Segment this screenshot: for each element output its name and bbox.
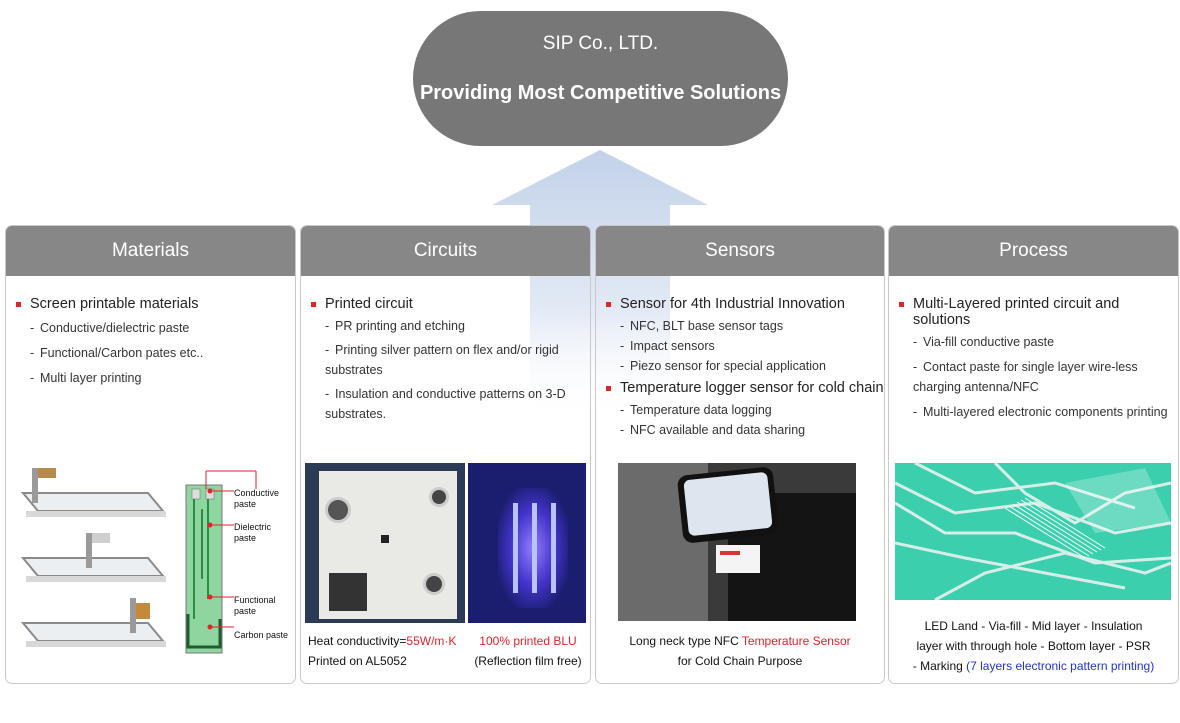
sensors-title: Sensors xyxy=(596,226,884,276)
circuits-section-title: Printed circuit xyxy=(301,296,590,312)
materials-section-title: Screen printable materials xyxy=(6,296,295,312)
process-section-title: Multi-Layered printed circuit and soluti… xyxy=(889,296,1178,328)
temperature-sensor-photo xyxy=(618,463,856,621)
paste-layer-diagram xyxy=(185,470,257,654)
list-item: -Contact paste for single layer wire-les… xyxy=(913,360,1138,394)
list-item: -PR printing and etching xyxy=(325,319,465,333)
list-item: -Multi-layered electronic components pri… xyxy=(913,405,1168,419)
list-item: -Piezo sensor for special application xyxy=(620,359,826,373)
circuits-caption-left: Heat conductivity=55W/m·K Printed on AL5… xyxy=(308,634,457,668)
list-item: -Multi layer printing xyxy=(30,371,142,385)
label-conductive-paste: Conductive paste xyxy=(234,488,280,509)
list-item: -Via-fill conductive paste xyxy=(913,335,1055,349)
label-carbon-paste: Carbon paste xyxy=(234,630,289,640)
list-item: -Temperature data logging xyxy=(620,403,772,417)
process-title: Process xyxy=(889,226,1178,276)
multilayer-circuit-photo xyxy=(895,463,1171,600)
screen-printing-illustration xyxy=(20,468,166,647)
sensors-section-title: Sensor for 4th Industrial Innovation xyxy=(596,296,884,312)
materials-card: Materials Screen printable materials -Co… xyxy=(5,225,296,684)
sensors-card: Sensors Sensor for 4th Industrial Innova… xyxy=(595,225,885,684)
list-item: -Conductive/dielectric paste xyxy=(30,321,190,335)
aluminum-board-photo xyxy=(305,463,465,623)
label-dielectric-paste: Dielectric paste xyxy=(234,522,272,543)
process-caption: LED Land - Via-fill - Mid layer - Insula… xyxy=(912,619,1155,673)
list-item: -Insulation and conductive patterns on 3… xyxy=(325,387,566,421)
sensors-section-title: Temperature logger sensor for cold chain xyxy=(596,380,884,396)
header-banner: SIP Co., LTD. Providing Most Competitive… xyxy=(413,11,788,146)
company-name: SIP Co., LTD. xyxy=(542,33,659,54)
list-item: -Printing silver pattern on flex and/or … xyxy=(325,343,559,377)
label-functional-paste: Functional paste xyxy=(234,595,276,616)
printed-blu-photo xyxy=(468,463,586,623)
circuits-card: Circuits Printed circuit -PR printing an… xyxy=(300,225,591,684)
circuits-caption-right: 100% printed BLU (Reflection film free) xyxy=(474,634,582,668)
sensors-caption: Long neck type NFC Temperature Sensor fo… xyxy=(629,634,851,668)
materials-title: Materials xyxy=(6,226,295,276)
list-item: -Functional/Carbon pates etc.. xyxy=(30,346,204,360)
process-card: Process Multi-Layered printed circuit an… xyxy=(888,225,1179,684)
slogan: Providing Most Competitive Solutions xyxy=(419,82,782,104)
circuits-title: Circuits xyxy=(301,226,590,276)
list-item: -NFC available and data sharing xyxy=(620,423,806,437)
list-item: -NFC, BLT base sensor tags xyxy=(620,319,784,333)
list-item: -Impact sensors xyxy=(620,339,715,353)
